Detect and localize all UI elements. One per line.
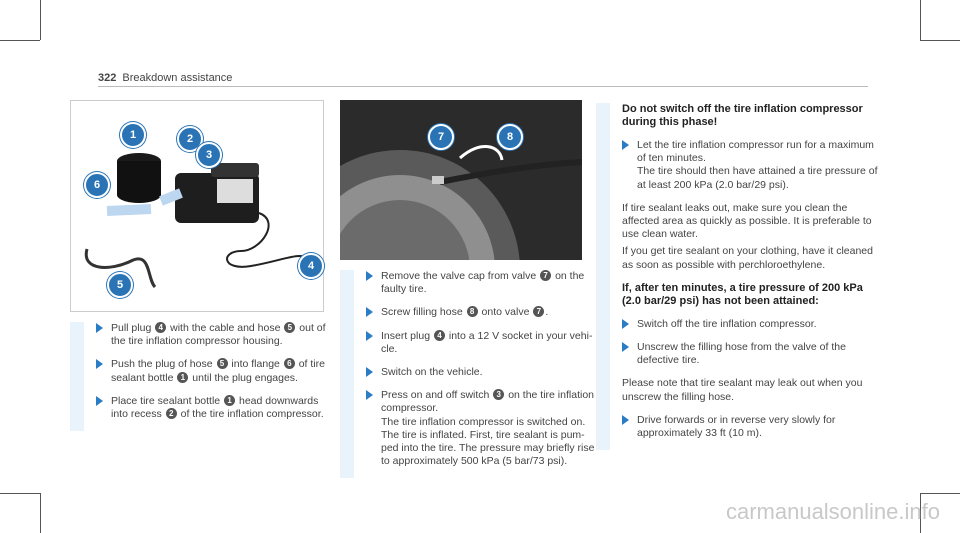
- arrow-icon: [366, 367, 373, 378]
- middle-steps: Remove the valve cap from valve 7 on the…: [340, 270, 598, 479]
- step: Place tire sealant bottle 1 head downwar…: [84, 394, 336, 421]
- arrow-icon: [96, 323, 103, 333]
- arrow-icon: [96, 395, 103, 406]
- crop-mark: [0, 493, 40, 494]
- arrow-icon: [366, 390, 373, 401]
- callout-7: 7: [428, 124, 454, 150]
- arrow-icon: [622, 342, 629, 353]
- step: Unscrew the filling hose from the valve …: [610, 341, 880, 367]
- section-title: Breakdown assistance: [122, 72, 233, 84]
- step: Pull plug 4 with the cable and hose 5 ou…: [84, 322, 336, 348]
- step: Push the plug of hose 5 into flange 6 of…: [84, 358, 336, 384]
- valve-drawing: [340, 145, 582, 260]
- crop-mark: [0, 40, 40, 41]
- step: Switch on the vehicle.: [354, 366, 598, 379]
- callout-8: 8: [497, 124, 523, 150]
- arrow-icon: [366, 271, 373, 281]
- callout-6: 6: [84, 172, 110, 198]
- compressor-illustration: 1 2 3 6 5 4: [70, 100, 324, 312]
- callout-5: 5: [107, 272, 133, 298]
- crop-mark: [40, 0, 41, 40]
- compressor-drawing: [84, 153, 310, 289]
- callout-2: 2: [177, 126, 203, 152]
- arrow-icon: [366, 330, 373, 341]
- right-column: Do not switch off the tire inflation com…: [596, 103, 880, 451]
- watermark: carmanualsonline.info: [725, 499, 940, 524]
- callout-3: 3: [196, 142, 222, 168]
- step: Drive forwards or in reverse very slowly…: [610, 414, 880, 440]
- crop-mark: [920, 493, 921, 533]
- step: Press on and off switch 3 on the tire in…: [354, 389, 598, 468]
- crop-mark: [920, 493, 960, 494]
- step: Let the tire inflation compressor run fo…: [610, 139, 880, 192]
- crop-mark: [40, 493, 41, 533]
- arrow-icon: [622, 140, 629, 150]
- valve-photo: 7 8: [340, 100, 582, 260]
- arrow-icon: [622, 318, 629, 329]
- step: Insert plug 4 into a 12 V socket in your…: [354, 329, 598, 356]
- arrow-icon: [622, 414, 629, 425]
- callout-4: 4: [298, 253, 324, 279]
- paragraph: Please note that tire sealant may leak o…: [622, 377, 863, 403]
- paragraph: If you get tire sealant on your clothing…: [622, 245, 873, 271]
- arrow-icon: [366, 307, 373, 318]
- page-header: 322 Breakdown assistance: [98, 72, 232, 84]
- step: Switch off the tire inflation compressor…: [610, 318, 880, 331]
- warning-heading: Do not switch off the tire inflation com…: [622, 103, 863, 128]
- crop-mark: [920, 40, 960, 41]
- page-number: 322: [98, 72, 117, 84]
- crop-mark: [920, 0, 921, 40]
- left-steps: Pull plug 4 with the cable and hose 5 ou…: [70, 322, 336, 432]
- step: Remove the valve cap from valve 7 on the…: [354, 270, 598, 296]
- callout-1: 1: [120, 122, 146, 148]
- step: Screw filling hose 8 onto valve 7.: [354, 306, 598, 319]
- paragraph: If tire sealant leaks out, make sure you…: [622, 201, 872, 241]
- arrow-icon: [96, 359, 103, 370]
- condition-heading: If, after ten minutes, a tire pressure o…: [622, 281, 863, 307]
- header-rule: [98, 86, 868, 87]
